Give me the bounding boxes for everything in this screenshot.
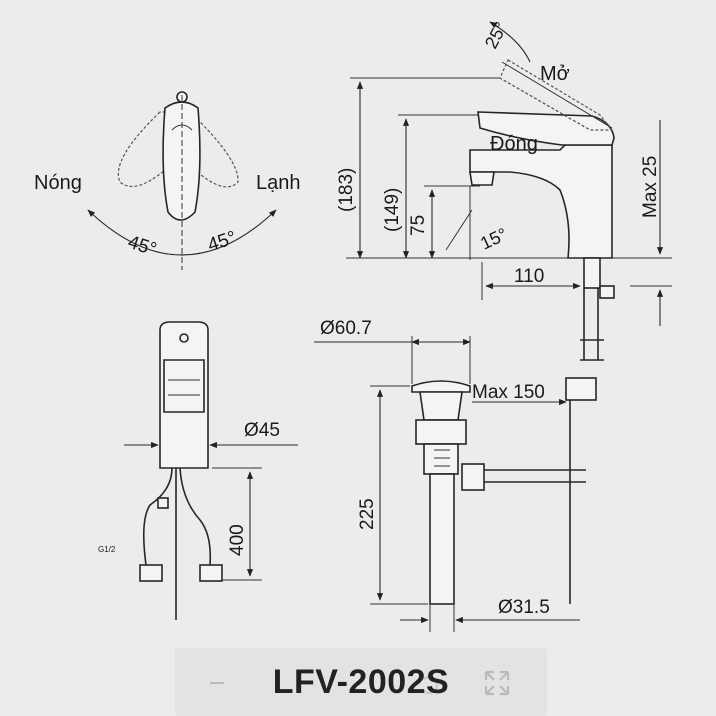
- d315-label: Ø31.5: [498, 597, 550, 618]
- zoom-out-icon[interactable]: [210, 682, 224, 684]
- dim-183-label: (183): [336, 168, 357, 212]
- supply-hoses: [583, 288, 599, 360]
- expand-icon[interactable]: [482, 668, 512, 698]
- dim-75-label: 75: [408, 215, 429, 236]
- faucet-handle: [477, 111, 615, 146]
- drain-nut: [415, 419, 467, 445]
- close-label: Đóng: [490, 133, 538, 155]
- angle-15-label: 15°: [477, 224, 510, 254]
- angle-right-label: 45°: [205, 227, 239, 256]
- hot-label: Nóng: [34, 172, 82, 194]
- open-handle-ghost: [499, 59, 614, 131]
- cold-label: Lạnh: [256, 172, 301, 194]
- model-name: LFV-2002S: [272, 663, 450, 701]
- reset-icon[interactable]: [420, 676, 438, 694]
- g12-label: G1/2: [98, 545, 116, 554]
- open-label: Mở: [540, 63, 570, 85]
- aerator: [469, 171, 495, 186]
- arc-25: [489, 21, 531, 63]
- model-banner: [175, 648, 547, 716]
- front-view: Ø45 G1/2 400: [98, 321, 298, 620]
- pivot-nut: [461, 463, 485, 491]
- front-detail: [168, 379, 200, 396]
- drain-view: Ø60.7 Max 150 225 Ø31.5: [314, 318, 597, 632]
- right-fitting: [199, 564, 223, 582]
- shank-top: [583, 257, 601, 289]
- dim-149-label: (149): [382, 188, 403, 232]
- angle-left-label: 45°: [125, 232, 159, 261]
- side-view: (183) (149) 75 25° Mở Đóng 15° Max 25: [336, 18, 672, 361]
- flow-line: [445, 209, 473, 251]
- left-fitting: [139, 564, 163, 582]
- drain-cap: [411, 380, 471, 393]
- drain-pipe: [429, 473, 455, 605]
- d607-label: Ø60.7: [320, 318, 372, 339]
- angle-25-label: 25°: [481, 18, 511, 51]
- rotation-arc: [87, 209, 277, 256]
- dim-225-label: 225: [357, 498, 378, 530]
- open-line: [501, 61, 613, 129]
- mount-nut: [157, 497, 169, 509]
- drain-flange: [419, 391, 463, 421]
- max25-label: Max 25: [640, 156, 661, 218]
- thread-lines: [434, 449, 450, 467]
- front-hoses: [142, 467, 212, 620]
- ghost-handle-left: [117, 111, 183, 188]
- rod-clip: [565, 377, 597, 401]
- top-view: Nóng Lạnh 45° 45°: [34, 91, 301, 270]
- faucet-body: [469, 144, 613, 259]
- d45-label: Ø45: [244, 420, 280, 441]
- dim-400-label: 400: [227, 524, 248, 556]
- drain-thread: [423, 443, 459, 475]
- hose-fittings: [580, 339, 604, 361]
- max150-label: Max 150: [472, 382, 545, 403]
- clamp-nut: [599, 285, 615, 299]
- front-handle: [163, 359, 205, 413]
- front-knob: [179, 333, 189, 343]
- dim-110-label: 110: [514, 266, 544, 287]
